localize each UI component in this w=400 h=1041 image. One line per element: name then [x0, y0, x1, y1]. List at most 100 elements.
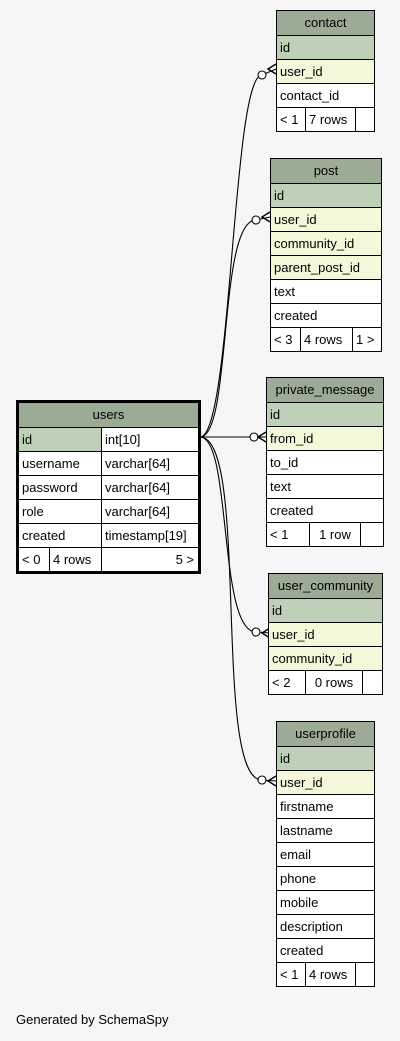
table-post-row: text [271, 279, 381, 303]
table-users-row: password varchar[64] [19, 475, 198, 499]
column-name: community_id [274, 236, 355, 251]
row-count: 4 rows [305, 963, 355, 986]
table-userprofile-row: email [277, 842, 374, 866]
table-userprofile-row: lastname [277, 818, 374, 842]
column-name: id [274, 188, 285, 203]
column-name: user_id [280, 64, 323, 79]
table-users-row: role varchar[64] [19, 499, 198, 523]
table-private-message-footer: < 1 1 row [267, 522, 383, 546]
table-contact-footer: < 1 7 rows [277, 107, 374, 131]
column-name: text [270, 479, 291, 494]
table-post-row: id [271, 183, 381, 207]
table-user-community-row: community_id [269, 646, 382, 670]
column-name: mobile [280, 895, 319, 910]
column-name: id [270, 407, 281, 422]
child-count-link[interactable] [362, 671, 382, 694]
edge-users-user-community [199, 436, 271, 634]
column-type: varchar[64] [101, 452, 198, 475]
parent-count-link[interactable]: < 0 [22, 552, 41, 567]
child-count-link[interactable]: 1 > [352, 328, 381, 351]
column-name: from_id [270, 431, 314, 446]
table-userprofile-row: phone [277, 866, 374, 890]
table-contact-header[interactable]: contact [277, 11, 374, 35]
column-name: created [22, 528, 66, 543]
column-name: username [22, 456, 80, 471]
table-post-row: community_id [271, 231, 381, 255]
column-name: contact_id [280, 88, 340, 103]
table-private-message-row: to_id [267, 450, 383, 474]
table-post[interactable]: post id user_id community_id parent_post… [270, 158, 382, 352]
column-name: created [270, 503, 314, 518]
table-private-message-row: id [267, 402, 383, 426]
table-name: user_community [277, 578, 374, 593]
table-name: userprofile [295, 726, 356, 741]
column-name: phone [280, 871, 317, 886]
crowfoot-userprofile [266, 775, 277, 787]
table-post-row: parent_post_id [271, 255, 381, 279]
parent-count-link[interactable]: < 1 [280, 967, 299, 982]
column-name: created [274, 308, 318, 323]
table-post-row: user_id [271, 207, 381, 231]
optional-marker-post [251, 215, 261, 225]
child-count-link[interactable] [355, 963, 374, 986]
table-user-community-header[interactable]: user_community [269, 574, 382, 598]
table-name: private_message [275, 382, 375, 397]
child-count-link[interactable] [355, 108, 374, 131]
column-name: lastname [280, 823, 333, 838]
column-name: id [19, 428, 101, 451]
row-count: 4 rows [49, 548, 101, 571]
table-post-footer: < 3 4 rows 1 > [271, 327, 381, 351]
optional-marker-user-community [251, 627, 261, 637]
table-userprofile-row: id [277, 746, 374, 770]
table-users-row: id int[10] [19, 427, 198, 451]
table-name: post [313, 163, 339, 178]
table-userprofile-row: created [277, 938, 374, 962]
table-contact[interactable]: contact id user_id contact_id < 1 7 rows [276, 10, 375, 132]
table-userprofile-row: mobile [277, 890, 374, 914]
table-userprofile-row: description [277, 914, 374, 938]
column-type: int[10] [101, 428, 198, 451]
parent-count-link[interactable]: < 1 [270, 527, 289, 542]
column-type: timestamp[19] [101, 524, 198, 547]
table-user-community-row: id [269, 598, 382, 622]
edge-users-userprofile [199, 436, 277, 782]
crowfoot-post [260, 211, 271, 223]
child-count-link[interactable] [360, 523, 383, 546]
table-userprofile-row: firstname [277, 794, 374, 818]
column-name: community_id [272, 651, 353, 666]
parent-count-link[interactable]: < 2 [272, 675, 291, 690]
table-users-header[interactable]: users [19, 403, 198, 427]
table-private-message-row: created [267, 498, 383, 522]
table-contact-row: id [277, 35, 374, 59]
column-name: user_id [274, 212, 317, 227]
table-private-message[interactable]: private_message id from_id to_id text cr… [266, 377, 384, 547]
table-userprofile-header[interactable]: userprofile [277, 722, 374, 746]
table-users-row: created timestamp[19] [19, 523, 198, 547]
crowfoot-user-community [260, 627, 271, 639]
table-users-row: username varchar[64] [19, 451, 198, 475]
parent-count-link[interactable]: < 3 [274, 332, 293, 347]
edge-users-post [199, 216, 271, 438]
table-user-community[interactable]: user_community id user_id community_id <… [268, 573, 383, 695]
table-post-header[interactable]: post [271, 159, 381, 183]
table-contact-row: contact_id [277, 83, 374, 107]
table-user-community-row: user_id [269, 622, 382, 646]
crowfoot-private-message [256, 431, 267, 443]
column-name: email [280, 847, 312, 862]
table-name: contact [304, 15, 347, 30]
table-private-message-header[interactable]: private_message [267, 378, 383, 402]
table-users-footer: < 0 4 rows 5 > [19, 547, 198, 571]
table-users[interactable]: users id int[10] username varchar[64] pa… [16, 400, 201, 574]
child-count-link[interactable]: 5 > [101, 548, 198, 571]
table-private-message-row: text [267, 474, 383, 498]
table-userprofile[interactable]: userprofile id user_id firstname lastnam… [276, 721, 375, 987]
parent-count-link[interactable]: < 1 [280, 112, 299, 127]
row-count: 7 rows [305, 108, 355, 131]
column-name: parent_post_id [274, 260, 361, 275]
column-name: id [280, 751, 291, 766]
column-name: to_id [270, 455, 299, 470]
column-name: user_id [272, 627, 315, 642]
row-count: 1 row [309, 523, 360, 546]
column-name: id [272, 603, 283, 618]
